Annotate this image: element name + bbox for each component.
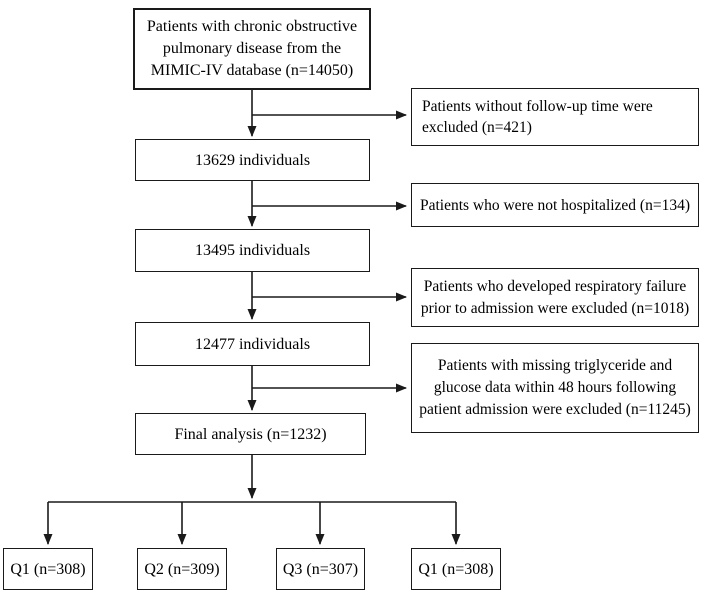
box-text-line: MIMIC-IV database (n=14050) — [150, 62, 354, 79]
box-text-line: Q2 (n=309) — [144, 560, 220, 578]
box-13629-individuals: 13629 individuals — [135, 139, 370, 181]
box-text-line: Patients who developed respiratory failu… — [423, 277, 687, 295]
box-quartile-1: Q1 (n=308) — [3, 548, 93, 590]
box-text: Patients without follow-up time were exc… — [422, 91, 653, 143]
box-quartile-2: Q2 (n=309) — [137, 548, 227, 590]
box-text-line: Patients without follow-up time were — [422, 98, 653, 115]
box-text-line: Patients with chronic obstructive — [146, 18, 358, 35]
box-text-line: excluded (n=421) — [422, 119, 532, 136]
box-text-line: Q3 (n=307) — [282, 560, 359, 578]
box-final-analysis: Final analysis (n=1232) — [135, 413, 366, 455]
box-source-population: Patients with chronic obstructive pulmon… — [133, 8, 371, 90]
box-text-line: pulmonary disease from the — [162, 40, 342, 57]
box-text-line: glucose data within 48 hours following — [433, 379, 677, 396]
box-12477-individuals: 12477 individuals — [135, 322, 370, 366]
box-text-line: 13495 individuals — [194, 242, 311, 259]
box-text-line: 12477 individuals — [194, 335, 311, 353]
box-13495-individuals: 13495 individuals — [135, 229, 370, 272]
box-text-line: Final analysis (n=1232) — [174, 425, 327, 443]
box-exclusion-no-followup: Patients without follow-up time were exc… — [411, 88, 699, 146]
box-text-line: Patients with missing triglyceride and — [437, 357, 673, 374]
box-text-line: Q1 (n=308) — [10, 560, 86, 578]
box-exclusion-respiratory-failure: Patients who developed respiratory failu… — [411, 268, 699, 327]
box-quartile-3: Q3 (n=307) — [276, 548, 365, 590]
box-text-line: 13629 individuals — [194, 151, 311, 169]
box-text-line: Patients who were not hospitalized (n=13… — [419, 196, 691, 214]
box-text-line: patient admission were excluded (n=11245… — [419, 401, 691, 418]
box-text-line: Q1 (n=308) — [418, 560, 494, 578]
box-text-line: prior to admission were excluded (n=1018… — [420, 299, 690, 317]
box-exclusion-missing-data: Patients with missing triglyceride and g… — [411, 343, 699, 433]
box-exclusion-not-hospitalized: Patients who were not hospitalized (n=13… — [411, 183, 699, 227]
box-quartile-4: Q1 (n=308) — [411, 548, 501, 590]
